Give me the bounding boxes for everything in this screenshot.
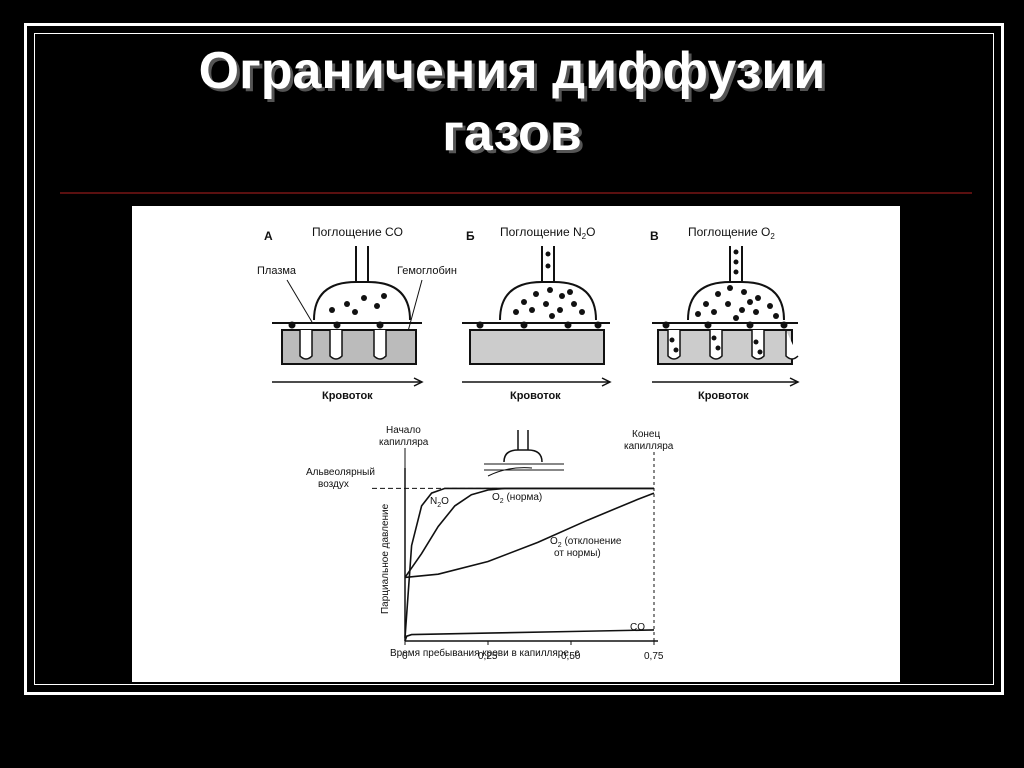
series-label-0: N2O xyxy=(430,496,449,509)
x-tick-label: 0,50 xyxy=(561,651,581,662)
slide-inner-frame xyxy=(34,33,994,685)
panel-c-letter: В xyxy=(650,229,659,243)
chart-plot-area: 0 0,25 0,50 0,75 N2O O2 (норма) O2 (отклонение… xyxy=(372,448,664,662)
alveolar-air-label-2: воздух xyxy=(318,479,349,490)
inset-flow-arrow xyxy=(487,467,533,477)
capillary-start-label-1: Начало xyxy=(386,425,421,436)
panel-b-capillary xyxy=(469,329,605,365)
x-tick-label: 0 xyxy=(402,651,408,662)
panel-a-flow-label: Кровоток xyxy=(322,390,373,402)
panel-b-flow-label: Кровоток xyxy=(510,390,561,402)
series-line-3 xyxy=(404,629,655,642)
capillary-end-label-1: Конец xyxy=(632,429,660,440)
panel-b: Б Поглощение N2O Кровоток xyxy=(462,225,612,402)
panel-a-tube xyxy=(355,246,369,282)
diffusion-figure: А Поглощение CO Плазма Гемоглобин Кровот… xyxy=(132,206,900,682)
partial-pressure-chart: Начало капилляра Конец капилляра Альвеол… xyxy=(306,425,674,662)
panel-c-caption: Поглощение O2 xyxy=(688,225,775,241)
y-axis-label: Парциальное давление xyxy=(380,503,391,614)
plasma-label: Плазма xyxy=(257,265,297,277)
inset-dome xyxy=(503,449,543,463)
plasma-pointer xyxy=(286,279,313,323)
panel-a-dome xyxy=(313,281,411,321)
panel-b-tube xyxy=(541,246,555,282)
x-axis-label: Время пребывания крови в капилляре, с xyxy=(390,647,579,659)
inset-tube xyxy=(517,430,529,450)
panel-c-flow-label: Кровоток xyxy=(698,390,749,402)
hemoglobin-label: Гемоглобин xyxy=(397,265,457,277)
capillary-start-label-2: капилляра xyxy=(379,437,429,448)
slide-title: Ограничения диффузии газов xyxy=(40,40,984,164)
series-line-1 xyxy=(404,487,654,578)
series-line-0 xyxy=(404,487,654,638)
series-label-2: O2 (отклонение xyxy=(550,536,622,549)
panel-c: В Поглощение O2 Кровоток xyxy=(650,225,800,402)
slide-title-line-2: газов xyxy=(442,104,582,162)
panel-c-tube xyxy=(729,246,743,282)
panel-b-letter: Б xyxy=(466,229,475,243)
alveolar-air-label-1: Альвеолярный xyxy=(306,467,375,478)
capillary-end-label-2: капилляра xyxy=(624,441,674,452)
series-label-3: CO xyxy=(630,622,645,633)
series-line-2 xyxy=(404,492,655,579)
title-divider xyxy=(60,192,972,194)
slide-title-line-1: Ограничения диффузии xyxy=(198,42,826,100)
panel-c-dome xyxy=(687,281,785,321)
panel-a: А Поглощение CO Плазма Гемоглобин Кровот… xyxy=(257,225,457,402)
diffusion-figure-svg: А Поглощение CO Плазма Гемоглобин Кровот… xyxy=(257,225,800,662)
panel-a-caption: Поглощение CO xyxy=(312,225,403,239)
panel-a-letter: А xyxy=(264,229,273,243)
series-label-2-line2: от нормы) xyxy=(554,548,601,559)
panel-b-caption: Поглощение N2O xyxy=(500,225,595,241)
x-tick-label: 0,75 xyxy=(644,651,664,662)
series-label-1: O2 (норма) xyxy=(492,492,542,505)
x-tick-label: 0,25 xyxy=(478,651,498,662)
slide-outer-frame xyxy=(24,23,1004,695)
inset-capillary xyxy=(484,463,564,471)
